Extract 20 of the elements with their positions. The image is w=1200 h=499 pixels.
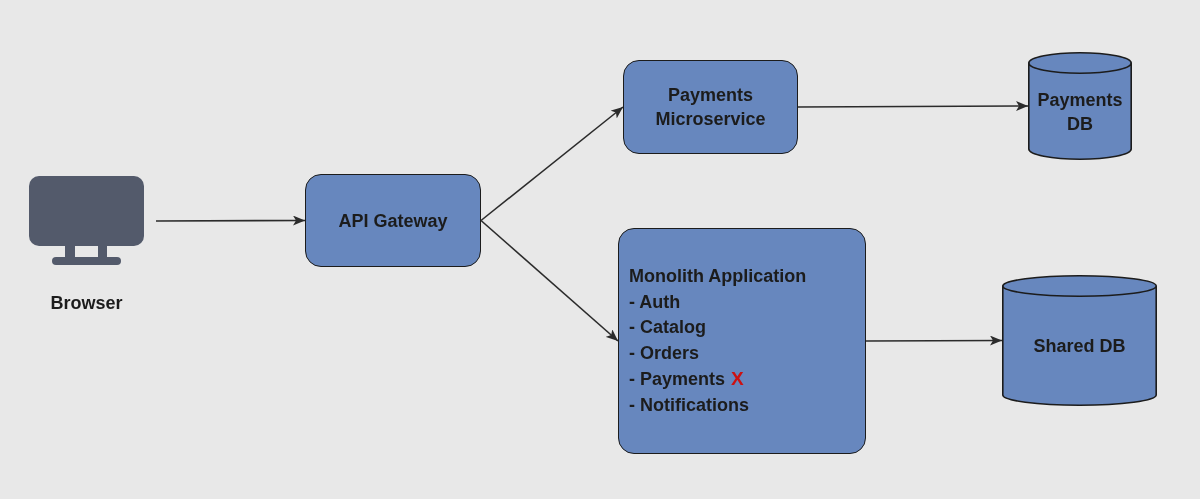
node-label: API Gateway: [338, 209, 448, 233]
list-item: - Orders: [629, 341, 700, 365]
node-label: Payments Microservice: [654, 84, 767, 131]
list-item: - Catalog: [629, 316, 706, 339]
list-item: - Notifications: [629, 393, 749, 417]
arrow: [480, 106, 624, 222]
arrow: [155, 215, 306, 226]
arrow: [480, 219, 619, 342]
node-label: Shared DB: [1033, 335, 1126, 358]
node-label: Browser: [50, 292, 123, 315]
node-label: Payments DB: [1036, 88, 1124, 136]
list-item: - Auth: [629, 290, 681, 314]
arrow: [865, 335, 1003, 346]
process-box: [618, 228, 866, 454]
arrow: [797, 101, 1029, 112]
list-item: - Payments: [629, 368, 726, 391]
box-heading: Monolith Application: [629, 265, 807, 288]
process-box: [623, 60, 798, 154]
process-box: [305, 174, 481, 267]
cross-mark: X: [731, 367, 744, 391]
